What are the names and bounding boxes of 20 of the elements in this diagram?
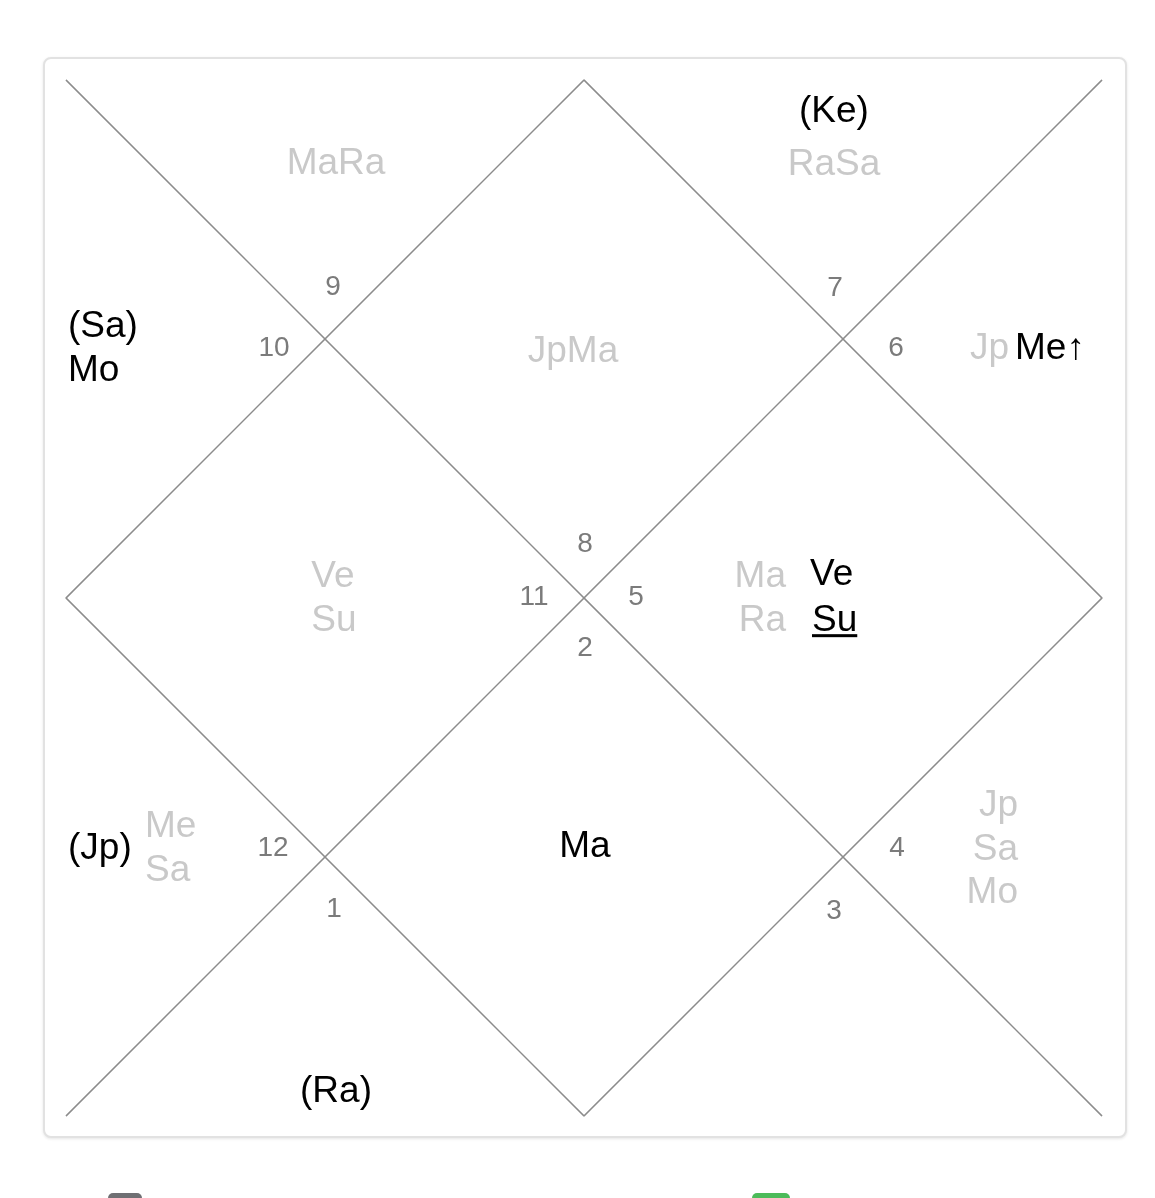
house-number: 6 <box>888 330 904 364</box>
house-number: 1 <box>326 891 342 925</box>
house-number: 9 <box>325 269 341 303</box>
planet-label: (Ra) <box>300 1068 372 1112</box>
house-number: 11 <box>519 579 549 613</box>
planet-label: (Sa) Mo <box>68 303 138 391</box>
house-number: 4 <box>889 830 905 864</box>
house-number: 2 <box>577 630 593 664</box>
house-number: 5 <box>628 579 644 613</box>
planet-label: (Ke) <box>799 88 869 132</box>
house-number: 10 <box>258 330 290 364</box>
planet-label: Me↑ <box>1015 325 1085 369</box>
house-number: 7 <box>827 270 843 304</box>
planet-label: Ve <box>810 551 854 595</box>
planet-label: Ma <box>559 823 611 867</box>
planet-label: Su <box>812 597 858 641</box>
house-number: 8 <box>577 526 593 560</box>
planet-label: (Jp) <box>68 825 132 869</box>
house-number: 3 <box>826 893 842 927</box>
house-number: 12 <box>257 830 289 864</box>
